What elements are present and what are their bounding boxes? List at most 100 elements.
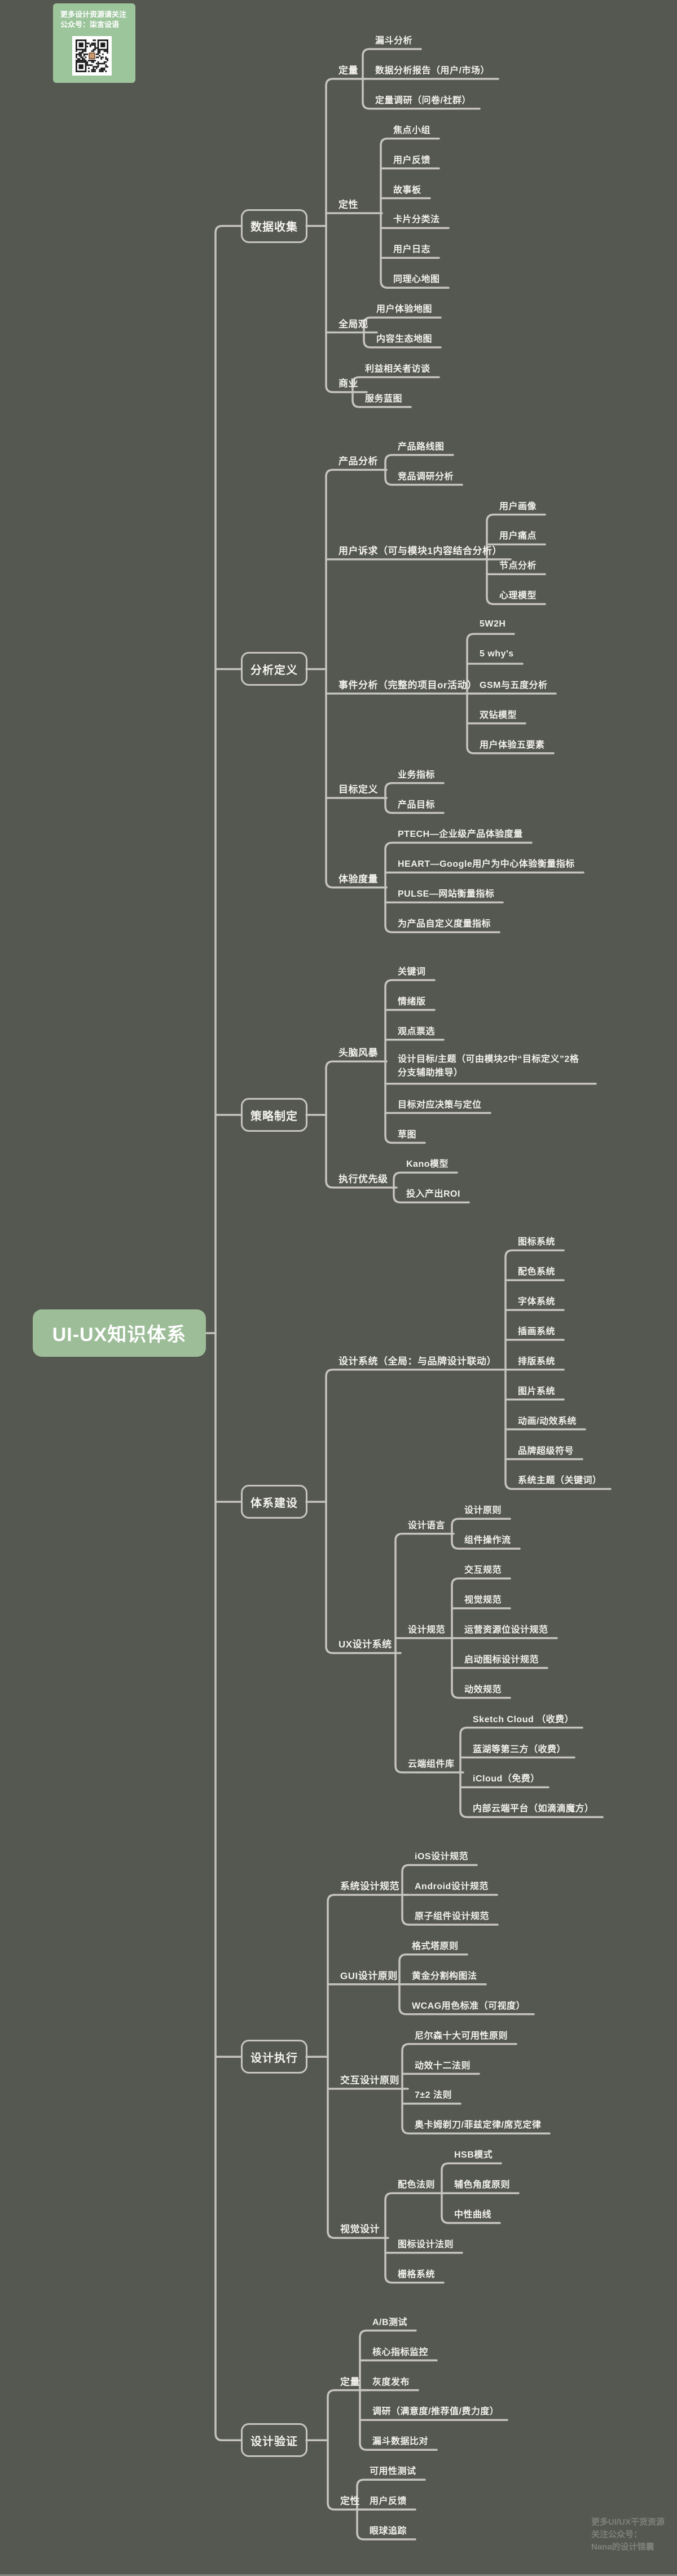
mindmap-topic[interactable]: 格式塔原则 [412,1941,459,1951]
mindmap-topic[interactable]: PULSE—网站衡量指标 [398,889,495,899]
mindmap-topic[interactable]: 同理心地图 [393,275,440,285]
mindmap-topic[interactable]: 云端组件库 [408,1759,455,1769]
mindmap-topic[interactable]: 关键词 [398,967,426,977]
mindmap-topic[interactable]: 产品目标 [398,800,436,810]
mindmap-topic[interactable]: 用户体验五要素 [480,740,545,750]
mindmap-topic[interactable]: 视觉设计 [340,2224,380,2235]
mindmap-topic[interactable]: 头脑风暴 [338,1047,378,1058]
mindmap-topic[interactable]: 眼球追踪 [370,2526,407,2536]
mindmap-topic[interactable]: 组件操作流 [464,1536,511,1546]
section-topic[interactable]: 设计验证 [241,2423,307,2458]
mindmap-topic[interactable]: iCloud（免费） [473,1774,540,1784]
mindmap-topic[interactable]: 辅色角度原则 [454,2180,511,2190]
mindmap-topic[interactable]: 7±2 法则 [415,2090,452,2101]
mindmap-topic[interactable]: 栅格系统 [398,2269,436,2279]
mindmap-topic[interactable]: 服务蓝图 [365,394,403,404]
mindmap-topic[interactable]: 黄金分割构图法 [412,1971,477,1981]
mindmap-topic[interactable]: A/B测试 [372,2317,408,2327]
mindmap-topic[interactable]: Android设计规范 [415,1882,489,1892]
mindmap-topic[interactable]: 全局观 [338,319,368,330]
mindmap-topic[interactable]: 漏斗分析 [375,36,413,46]
mindmap-topic[interactable]: 双钻模型 [480,710,517,720]
mindmap-topic[interactable]: 配色系统 [518,1267,556,1277]
mindmap-topic[interactable]: GSM与五度分析 [480,680,548,690]
mindmap-topic[interactable]: 5W2H [480,619,506,629]
mindmap-topic[interactable]: 节点分析 [499,561,537,571]
section-topic[interactable]: 设计执行 [241,2040,307,2074]
section-topic[interactable]: 体系建设 [241,1485,307,1519]
mindmap-topic[interactable]: 焦点小组 [393,125,431,135]
mindmap-topic[interactable]: 奥卡姆剃刀/菲兹定律/席克定律 [415,2120,542,2131]
mindmap-topic[interactable]: 漏斗数据比对 [372,2437,429,2447]
mindmap-topic[interactable]: 系统设计规范 [340,1881,399,1892]
mindmap-topic[interactable]: 产品分析 [338,456,378,467]
mindmap-topic[interactable]: 用户痛点 [499,531,537,541]
root-topic[interactable]: UI-UX知识体系 [33,1309,206,1357]
mindmap-topic[interactable]: 定量 [338,65,358,76]
mindmap-topic[interactable]: 排版系统 [518,1356,556,1366]
mindmap-topic[interactable]: Kano模型 [406,1159,449,1170]
mindmap-topic[interactable]: 配色法则 [398,2180,436,2190]
mindmap-topic[interactable]: PTECH—企业级产品体验度量 [398,830,523,840]
mindmap-topic[interactable]: 灰度发布 [372,2377,410,2387]
mindmap-topic[interactable]: 故事板 [393,185,421,195]
mindmap-topic[interactable]: 用户反馈 [370,2496,407,2507]
mindmap-topic[interactable]: 设计规范 [408,1625,446,1635]
mindmap-topic[interactable]: 核心指标监控 [372,2347,429,2357]
section-topic[interactable]: 策略制定 [241,1098,307,1132]
mindmap-topic[interactable]: 交互设计原则 [340,2075,399,2086]
mindmap-topic[interactable]: 图标设计法则 [398,2239,454,2249]
mindmap-topic[interactable]: 动效十二法则 [415,2061,471,2071]
mindmap-topic[interactable]: 为产品自定义度量指标 [398,919,491,929]
mindmap-topic[interactable]: 启动图标设计规范 [464,1655,539,1665]
mindmap-topic[interactable]: iOS设计规范 [415,1852,469,1862]
mindmap-topic[interactable]: 定量调研（问卷/社群） [375,95,471,105]
mindmap-topic[interactable]: 目标对应决策与定位 [398,1100,482,1110]
mindmap-topic[interactable]: 动效规范 [464,1684,502,1695]
mindmap-topic[interactable]: 产品路线图 [398,442,445,452]
mindmap-topic[interactable]: 插画系统 [518,1326,556,1336]
mindmap-topic[interactable]: 设计系统（全局：与品牌设计联动） [338,1356,496,1367]
mindmap-topic[interactable]: 用户诉求（可与模块1内容结合分析） [338,545,502,557]
mindmap-topic[interactable]: 利益相关者访谈 [365,364,430,374]
mindmap-topic[interactable]: 调研（满意度/推荐值/费力度） [372,2407,499,2417]
mindmap-topic[interactable]: 观点票选 [398,1026,436,1036]
mindmap-topic[interactable]: Sketch Cloud （收费） [473,1714,574,1724]
mindmap-topic[interactable]: 原子组件设计规范 [415,1912,490,1921]
mindmap-topic[interactable]: 草图 [398,1130,417,1140]
mindmap-topic[interactable]: 定量 [340,2376,360,2387]
mindmap-topic[interactable]: 投入产出ROI [406,1189,460,1199]
mindmap-topic[interactable]: 可用性测试 [370,2467,416,2477]
mindmap-topic[interactable]: 情绪版 [398,996,426,1007]
mindmap-topic[interactable]: 定性 [340,2495,360,2507]
mindmap-topic[interactable]: 蓝湖等第三方（收费） [473,1744,566,1754]
mindmap-topic[interactable]: 定性 [338,199,358,210]
mindmap-topic[interactable]: 设计语言 [408,1520,446,1530]
mindmap-topic[interactable]: 图标系统 [518,1237,556,1247]
mindmap-topic[interactable]: 用户画像 [499,501,537,511]
mindmap-topic[interactable]: 心理模型 [499,591,537,601]
mindmap-topic[interactable]: 5 why's [480,649,514,659]
mindmap-topic[interactable]: 商业 [338,378,358,389]
mindmap-topic[interactable]: 品牌超级符号 [518,1446,574,1456]
mindmap-topic[interactable]: 竞品调研分析 [398,471,454,482]
mindmap-topic[interactable]: 字体系统 [518,1297,556,1307]
mindmap-topic[interactable]: UX设计系统 [338,1639,392,1650]
mindmap-topic[interactable]: 视觉规范 [464,1595,502,1605]
mindmap-topic[interactable]: 内容生态地图 [376,334,433,344]
mindmap-topic[interactable]: 交互规范 [464,1565,502,1576]
mindmap-topic[interactable]: 动画/动效系统 [518,1416,577,1426]
mindmap-topic[interactable]: 用户日志 [393,245,431,255]
mindmap-topic[interactable]: 执行优先级 [338,1174,388,1185]
mindmap-topic[interactable]: GUI设计原则 [340,1970,398,1982]
mindmap-topic[interactable]: HEART—Google用户为中心体验衡量指标 [398,859,575,870]
mindmap-topic[interactable]: 卡片分类法 [393,215,440,225]
section-topic[interactable]: 分析定义 [241,652,307,686]
section-topic[interactable]: 数据收集 [241,209,307,243]
mindmap-topic[interactable]: HSB模式 [454,2150,493,2160]
mindmap-topic[interactable]: 设计目标/主题（可由模块2中“目标定义”2格分支辅助推导） [398,1054,579,1078]
mindmap-topic[interactable]: 运营资源位设计规范 [464,1625,548,1635]
mindmap-topic[interactable]: 用户体验地图 [376,305,433,315]
mindmap-topic[interactable]: 设计原则 [464,1506,502,1516]
mindmap-topic[interactable]: 中性曲线 [454,2210,492,2220]
